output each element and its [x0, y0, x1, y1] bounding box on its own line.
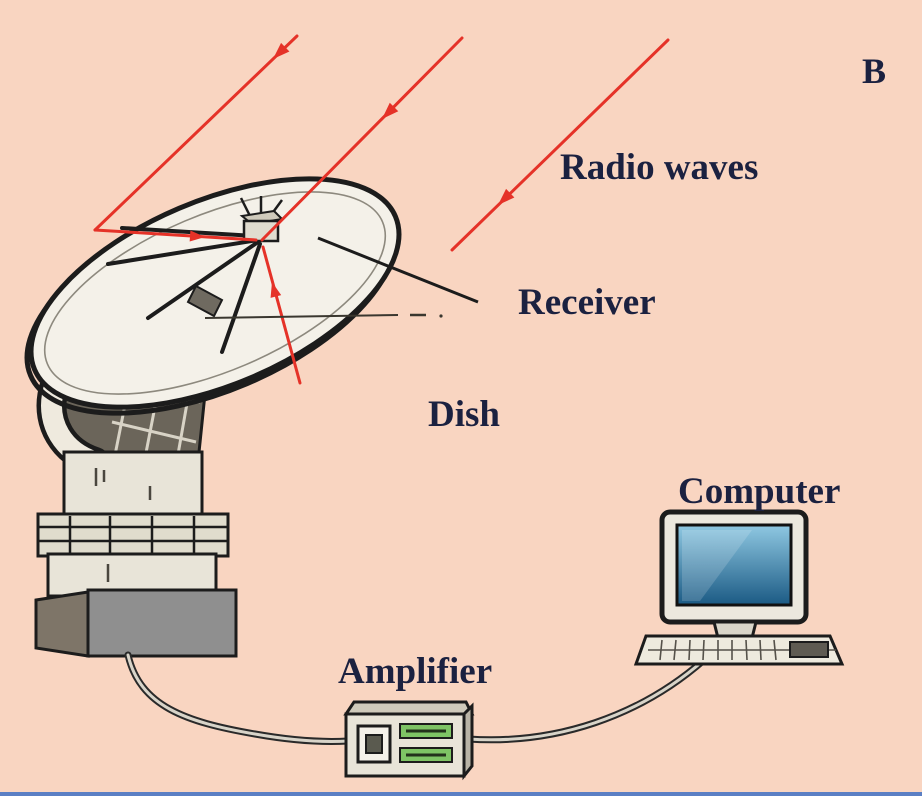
amplifier-square-port-inner [365, 734, 383, 754]
computer-device [633, 509, 845, 666]
label-radio-waves: Radio waves [560, 147, 759, 188]
label-computer: Computer [678, 471, 841, 512]
screen-reflection [682, 530, 752, 601]
amplifier-square-port [356, 724, 392, 764]
label-dish: Dish [428, 394, 500, 435]
dish-inner-rim [43, 191, 387, 395]
reflected-ray-1 [93, 228, 258, 242]
pedestal-rails [38, 516, 228, 554]
dish-shadow-block [186, 284, 224, 318]
dish-face [28, 176, 402, 410]
wave-arrowhead-2 [382, 102, 399, 119]
pedestal-marks [94, 468, 152, 500]
cables [124, 651, 708, 745]
receiver-pointer-line [317, 236, 479, 304]
radio-wave-1 [93, 34, 299, 232]
cable-dish-to-amplifier-core [126, 653, 350, 743]
keyboard-dark-block [789, 641, 829, 658]
label-amplifier: Amplifier [338, 651, 493, 692]
cable-amplifier-to-computer-core [466, 658, 706, 742]
cable-dish-to-amplifier [124, 651, 352, 745]
reflected-arrowhead-2 [270, 282, 282, 298]
feed-struts [106, 226, 262, 354]
reflected-arrowhead-1 [189, 230, 205, 242]
figure-letter: B [862, 51, 887, 91]
dish-assembly [24, 176, 402, 416]
radio-wave-2 [260, 36, 464, 242]
pedestal-rail-band [36, 512, 230, 558]
reflected-ray-2 [261, 245, 302, 385]
dish-axis-line [204, 314, 399, 319]
amplifier-device [343, 700, 475, 781]
label-receiver: Receiver [518, 282, 656, 323]
receiver-feed [239, 196, 285, 243]
wave-arrowhead-1 [273, 42, 290, 59]
annotation-lines [204, 236, 479, 319]
telescope-mount [34, 323, 238, 658]
base-left-face [34, 590, 90, 658]
radio-wave-3 [450, 38, 670, 252]
pedestal-upper-block [62, 450, 204, 516]
cable-amplifier-to-computer [464, 656, 708, 744]
bottom-rule [0, 792, 922, 796]
monitor-screen [675, 523, 793, 607]
amplifier-top-face [343, 700, 475, 716]
dish-axis-dot [439, 314, 443, 318]
radio-waves-rays [93, 34, 670, 385]
wave-arrowhead-3 [498, 188, 515, 205]
base-front-face [86, 588, 238, 658]
